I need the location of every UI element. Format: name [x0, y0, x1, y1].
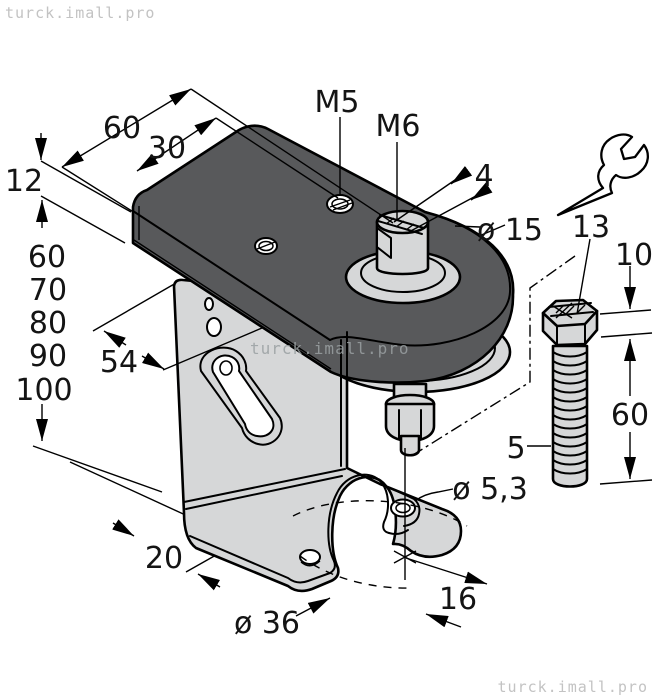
wrench-icon [556, 133, 649, 217]
watermark-center: turck.imall.pro [250, 339, 410, 358]
small-hole-top [204, 297, 214, 311]
dim-label-swing-diameter: ø 36 [234, 606, 300, 641]
watermark-top-left: turck.imall.pro [5, 4, 156, 22]
dim-label-height-90: 90 [29, 339, 67, 374]
dim-label-head-height: 10 [615, 238, 653, 273]
dim-label-height-80: 80 [29, 306, 67, 341]
slot-emboss-outline [199, 346, 283, 446]
fixing-screw [541, 298, 599, 488]
dim-label-mount-hole-diameter: ø 5,3 [452, 472, 528, 507]
dim-label-thread-length: 60 [611, 398, 649, 433]
dim-label-height-60: 60 [28, 240, 66, 275]
post-slot-notch [376, 227, 392, 259]
thread-label-m6: M6 [376, 109, 421, 144]
dim-label-bracket-width: 54 [100, 345, 138, 380]
screw-thread [552, 351, 588, 475]
mounting-bracket [172, 278, 463, 593]
m6-post-boss [344, 209, 462, 305]
sensor-plate [131, 124, 515, 384]
dim-label-height-70: 70 [29, 273, 67, 308]
dim-label-height-100: 100 [15, 373, 72, 408]
small-hole-bottom [206, 317, 222, 337]
m5-hole [326, 194, 354, 214]
dim-label-slot-width: 4 [474, 159, 493, 194]
dimension-lines [35, 88, 653, 628]
dim-label-wrench-size: 13 [572, 210, 610, 245]
watermark-bottom-right: turck.imall.pro [497, 678, 648, 696]
item-label-screw: 5 [506, 431, 525, 466]
witness-lines-back [32, 160, 233, 573]
mount-hole-left [299, 549, 321, 565]
m5-hole-2 [254, 237, 278, 255]
threaded-stud [384, 382, 436, 457]
dim-label-plate-thickness: 12 [5, 164, 43, 199]
dim-label-hole-offset: 30 [148, 131, 186, 166]
thread-label-m5: M5 [315, 85, 360, 120]
dim-label-hole-to-axis: 16 [439, 582, 477, 617]
vertical-slot [211, 354, 275, 438]
screw-head [541, 298, 599, 347]
dim-label-plate-length: 60 [103, 111, 141, 146]
dim-label-boss-diameter: ø 15 [477, 213, 543, 248]
dim-label-foot-width: 20 [145, 541, 183, 576]
